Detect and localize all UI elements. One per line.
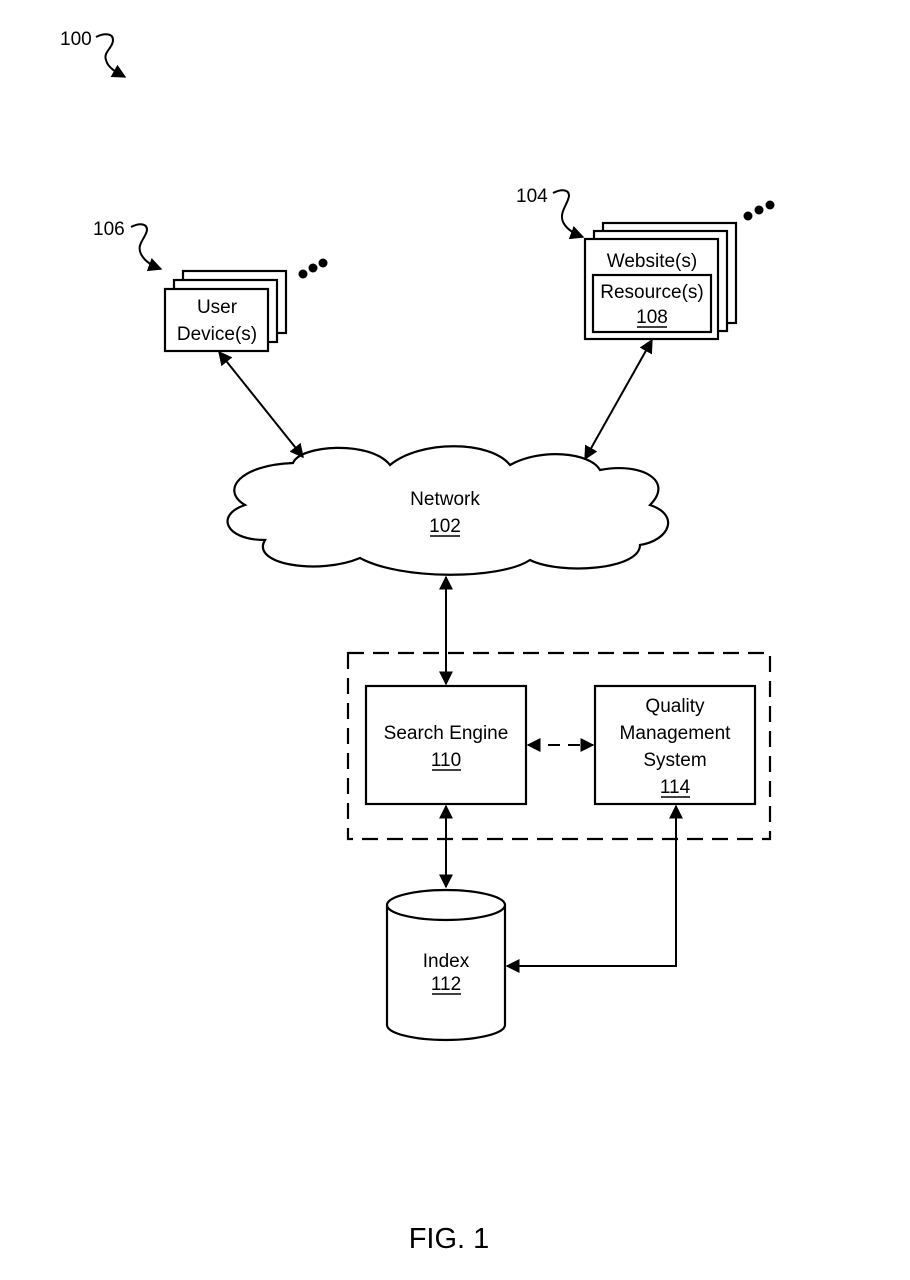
qms-number: 114 (660, 777, 691, 798)
network-number: 102 (429, 516, 461, 537)
edge-user-devices-network (218, 350, 304, 459)
quality-management-system-node: Quality Management System 114 (593, 684, 757, 806)
resources-box (591, 273, 713, 334)
index-cylinder-body (385, 905, 507, 1042)
user-devices-node: 106 User Device(s) (93, 219, 328, 353)
figure-caption: FIG. 1 (409, 1223, 490, 1255)
network-cloud-shape (226, 445, 670, 576)
system-ref-label: 100 (60, 29, 127, 78)
index-number: 112 (431, 974, 461, 995)
search-engine-node: Search Engine 110 (364, 684, 528, 806)
network-node: Network 102 (226, 445, 670, 576)
more-websites-ellipsis-icon (743, 200, 775, 221)
user-devices-ref: 106 (93, 219, 125, 240)
qms-label-line2: Management (620, 723, 732, 744)
search-engine-number: 110 (431, 750, 461, 771)
user-devices-label-line1: User (197, 297, 238, 318)
resources-label: Resource(s) (600, 282, 703, 303)
qms-label-line3: System (643, 750, 706, 771)
index-cylinder-top (385, 888, 507, 922)
quality-management-system-box (593, 684, 757, 806)
system-ref-number: 100 (60, 29, 92, 50)
resources-number: 108 (636, 307, 668, 328)
user-devices-leader-arrow (130, 223, 163, 272)
index-node: Index 112 (385, 888, 507, 1042)
edge-qms-index (505, 804, 683, 973)
edge-websites-network (584, 338, 653, 461)
websites-leader-arrow (552, 189, 585, 240)
user-devices-label-line2: Device(s) (177, 324, 257, 345)
websites-node: 104 Website(s) Resource(s) 108 (516, 186, 775, 341)
qms-label-line1: Quality (645, 696, 705, 717)
search-engine-label: Search Engine (384, 723, 509, 744)
websites-label: Website(s) (607, 251, 697, 272)
system-boundary-dashed (346, 651, 772, 841)
index-label: Index (423, 951, 470, 972)
user-device-card (163, 287, 270, 353)
websites-ref: 104 (516, 186, 548, 207)
system-ref-leader-arrow (95, 33, 127, 78)
more-user-devices-ellipsis-icon (298, 258, 328, 279)
search-engine-box (364, 684, 528, 806)
network-label: Network (410, 489, 480, 510)
